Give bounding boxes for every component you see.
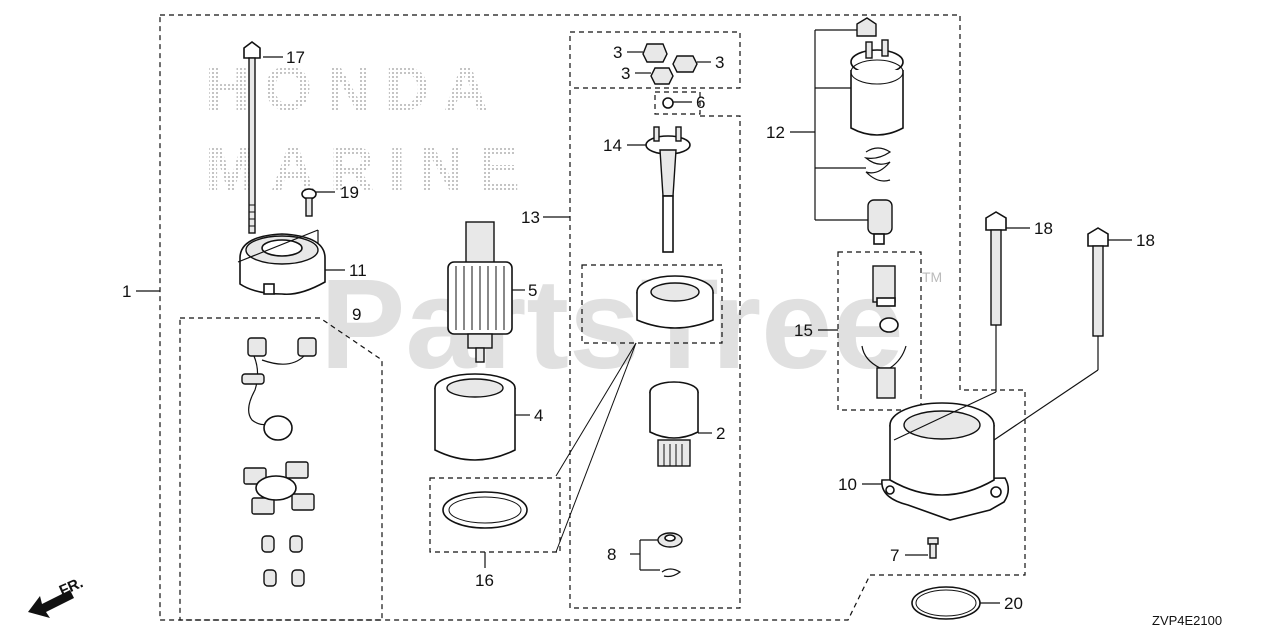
- sub-frames: [179, 31, 922, 621]
- watermark-marine: MARINE: [205, 135, 534, 204]
- arrow-down-left-icon: [28, 590, 74, 618]
- callout-18a[interactable]: 18: [1034, 219, 1053, 238]
- callout-8[interactable]: 8: [607, 545, 616, 564]
- part-14-drive-shaft: [645, 126, 691, 253]
- part-3-nuts: [642, 43, 698, 85]
- watermark-tm: TM: [922, 269, 942, 285]
- internal-gear: [636, 275, 714, 329]
- part-8-stop-collar: [657, 532, 683, 578]
- callout-2[interactable]: 2: [716, 424, 725, 443]
- callout-3a[interactable]: 3: [613, 43, 622, 62]
- part-11-end-cover: [239, 233, 326, 296]
- part-6-small-ring: [662, 97, 674, 109]
- callout-1[interactable]: 1: [122, 282, 131, 301]
- callout-19[interactable]: 19: [340, 183, 359, 202]
- callout-18b[interactable]: 18: [1136, 231, 1155, 250]
- callout-11[interactable]: 11: [349, 261, 367, 280]
- callout-20[interactable]: 20: [1004, 594, 1023, 613]
- callout-10[interactable]: 10: [838, 475, 857, 494]
- callout-7[interactable]: 7: [890, 546, 899, 565]
- callout-12[interactable]: 12: [766, 123, 785, 142]
- watermark-partstree: PartsTree: [320, 253, 904, 396]
- diagram-code: ZVP4E2100: [1152, 613, 1222, 628]
- part-20-o-ring: [911, 586, 981, 620]
- callout-5[interactable]: 5: [528, 281, 537, 300]
- part-15-contact-set: [861, 265, 907, 399]
- callout-17[interactable]: 17: [286, 48, 305, 67]
- part-18-bolt-right: [1087, 227, 1109, 337]
- part-7-bolt: [927, 537, 939, 559]
- part-4-yoke: [434, 373, 516, 461]
- part-16-ring: [442, 491, 528, 529]
- brush-holder: [243, 461, 315, 515]
- brush-springs: [261, 535, 305, 587]
- direction-indicator: FR.: [28, 574, 86, 618]
- part-12-solenoid: [850, 17, 904, 245]
- partstree-watermark: PartsTree TM: [320, 253, 942, 396]
- callout-9[interactable]: 9: [352, 305, 361, 324]
- part-17-through-bolt: [243, 41, 261, 234]
- callout-14[interactable]: 14: [603, 136, 622, 155]
- callout-3b[interactable]: 3: [715, 53, 724, 72]
- part-5-armature: [447, 221, 513, 363]
- part-19-screw: [301, 188, 317, 217]
- part-18-bolt-left: [985, 211, 1007, 326]
- callout-16[interactable]: 16: [475, 571, 494, 590]
- leader-lines: [136, 29, 1132, 604]
- callout-13[interactable]: 13: [521, 208, 540, 227]
- callout-15[interactable]: 15: [794, 321, 813, 340]
- part-2-pinion-clutch: [649, 381, 699, 467]
- callout-4[interactable]: 4: [534, 406, 543, 425]
- callout-6[interactable]: 6: [696, 93, 705, 112]
- callout-labels: 1 17 19 11 9 5 4 16 13 14 3 3 3 6 2 8 12…: [122, 43, 1155, 613]
- callout-3c[interactable]: 3: [621, 64, 630, 83]
- main-assembly-frame: [159, 14, 1026, 621]
- direction-label: FR.: [57, 574, 86, 599]
- part-10-front-housing: [881, 402, 1010, 521]
- part-9-brush-holder-set: [241, 337, 317, 587]
